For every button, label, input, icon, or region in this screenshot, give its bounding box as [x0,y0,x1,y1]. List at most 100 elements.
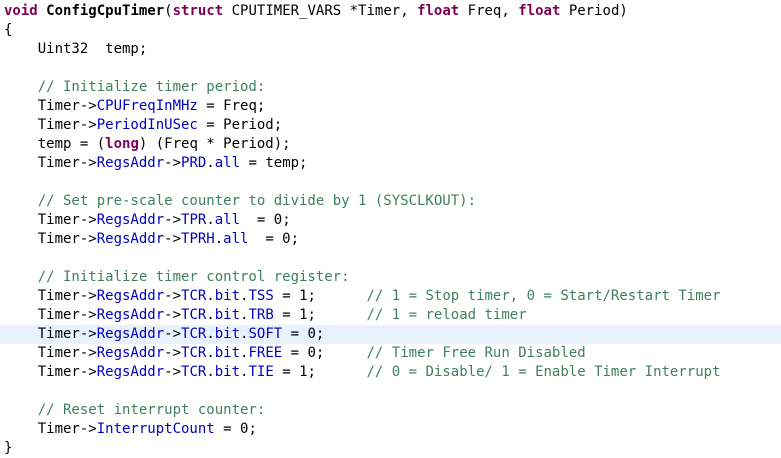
code-token-plain: -> [164,307,182,323]
code-line[interactable]: void ConfigCpuTimer(struct CPUTIMER_VARS… [0,2,781,21]
code-token-plain: . [240,364,249,380]
code-token-plain: = 1; [273,364,367,380]
code-token-plain: = Freq; [197,98,266,114]
code-line[interactable]: // Initialize timer period: [0,78,781,97]
code-line[interactable]: Timer->PeriodInUSec = Period; [0,116,781,135]
code-token-plain: . [240,345,249,361]
code-token-plain: } [4,440,13,456]
code-line[interactable]: { [0,21,781,40]
code-line[interactable]: Timer->RegsAddr->TPRH.all = 0; [0,230,781,249]
code-token-field: FREE [248,345,283,361]
code-token-comment: // Set pre-scale counter to divide by 1 … [4,193,477,209]
code-token-plain: = 0; [240,212,291,228]
code-token-plain: = 0; [282,345,367,361]
code-line[interactable]: Timer->RegsAddr->TCR.bit.TRB = 1; // 1 =… [0,306,781,325]
code-token-plain: = Period; [197,117,283,133]
code-token-plain: Timer-> [4,345,97,361]
code-token-plain: Timer-> [4,212,97,228]
code-token-comment: // 0 = Disable/ 1 = Enable Timer Interru… [366,364,721,380]
code-token-field: all [223,231,249,247]
code-token-plain: . [206,155,215,171]
code-token-field: TCR [181,364,207,380]
code-token-field: TPRH [181,231,215,247]
code-line[interactable] [0,249,781,268]
code-token-keyword: float [518,3,561,19]
code-token-plain: Timer-> [4,307,97,323]
code-token-field: TCR [181,326,207,342]
code-token-field: TSS [248,288,274,304]
code-token-field: TCR [181,345,207,361]
code-token-field: PeriodInUSec [96,117,198,133]
code-token-field: RegsAddr [96,364,165,380]
code-token-plain: Timer-> [4,117,97,133]
code-line[interactable] [0,382,781,401]
code-token-field: RegsAddr [96,288,165,304]
code-token-plain: { [4,22,13,38]
code-token-field: CPUFreqInMHz [96,98,198,114]
code-token-field: all [214,212,241,228]
code-line[interactable]: Timer->CPUFreqInMHz = Freq; [0,97,781,116]
code-token-field: PRD [181,155,207,171]
code-token-field: bit [214,364,241,380]
code-token-field: bit [214,326,241,342]
code-line[interactable]: Timer->RegsAddr->PRD.all = temp; [0,154,781,173]
code-token-field: TRB [248,307,274,323]
code-line[interactable]: // Initialize timer control register: [0,268,781,287]
code-line[interactable] [0,59,781,78]
code-line[interactable]: Timer->InterruptCount = 0; [0,420,781,439]
code-token-field: RegsAddr [96,212,165,228]
code-line[interactable]: Timer->RegsAddr->TCR.bit.TIE = 1; // 0 =… [0,363,781,382]
code-token-plain: . [240,326,249,342]
code-token-field: TCR [181,288,207,304]
code-token-plain: Timer-> [4,98,97,114]
code-line[interactable]: Timer->RegsAddr->TCR.bit.TSS = 1; // 1 =… [0,287,781,306]
code-token-field: bit [214,307,241,323]
code-token-plain: Uint32 temp; [4,41,148,57]
code-line[interactable]: } [0,439,781,458]
code-token-plain: Timer-> [4,421,97,437]
code-line[interactable]: // Reset interrupt counter: [0,401,781,420]
code-token-field: RegsAddr [96,231,165,247]
code-token-field: bit [214,288,241,304]
code-token-plain: Timer-> [4,288,97,304]
code-line[interactable]: Uint32 temp; [0,40,781,59]
code-token-keyword: long [105,136,139,152]
code-token-plain: Timer-> [4,155,97,171]
code-token-plain: Timer-> [4,364,97,380]
code-token-plain: -> [164,345,182,361]
code-token-comment: // Initialize timer control register: [4,269,350,285]
code-line[interactable]: // Set pre-scale counter to divide by 1 … [0,192,781,211]
code-line-current[interactable]: Timer->RegsAddr->TCR.bit.SOFT = 0; [0,325,781,344]
code-token-plain: = 1; [273,288,367,304]
code-line[interactable] [0,173,781,192]
code-token-field: RegsAddr [96,326,165,342]
code-token-plain: = temp; [240,155,308,171]
code-token-comment: // 1 = reload timer [366,307,527,323]
code-token-field: SOFT [248,326,283,342]
code-token-plain: = 1; [273,307,367,323]
code-token-field: TCR [181,307,207,323]
code-token-plain: Period) [560,3,628,19]
code-token-func: ConfigCpuTimer [46,3,165,19]
code-token-plain [38,3,46,19]
code-token-comment: // Reset interrupt counter: [4,402,266,418]
code-token-plain: = 0; [248,231,300,247]
code-token-comment: // 1 = Stop timer, 0 = Start/Restart Tim… [366,288,721,304]
code-token-plain: -> [164,288,182,304]
code-token-field: TIE [248,364,274,380]
code-token-plain: . [214,231,224,247]
code-token-plain: ) (Freq * Period); [138,136,291,152]
code-token-plain: . [206,307,215,323]
code-token-field: RegsAddr [96,155,165,171]
code-token-plain: CPUTIMER_VARS *Timer, [223,3,418,19]
code-line[interactable]: temp = (long) (Freq * Period); [0,135,781,154]
code-token-comment: // Initialize timer period: [4,79,266,95]
code-token-field: all [214,155,241,171]
code-line[interactable]: Timer->RegsAddr->TCR.bit.FREE = 0; // Ti… [0,344,781,363]
code-token-plain: -> [164,364,182,380]
code-token-field: InterruptCount [96,421,215,437]
code-token-keyword: struct [172,3,224,19]
code-token-plain: Freq, [459,3,519,19]
code-line[interactable]: Timer->RegsAddr->TPR.all = 0; [0,211,781,230]
